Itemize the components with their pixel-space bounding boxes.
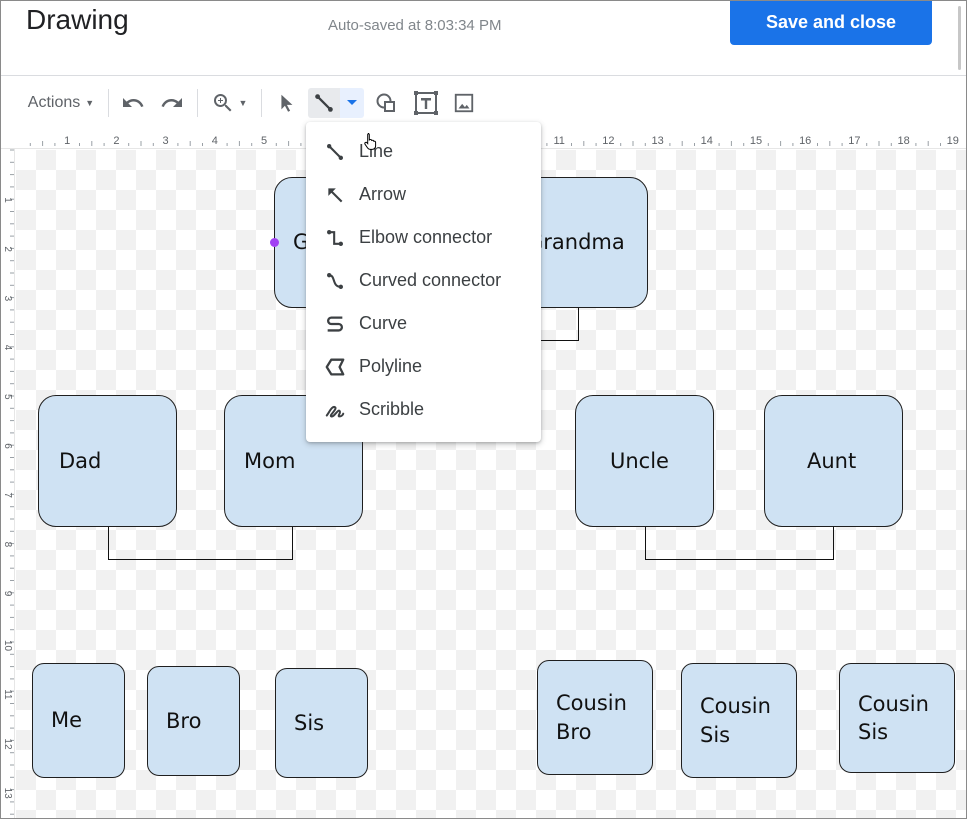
shape-icon bbox=[376, 93, 395, 112]
ruler-label: 8 bbox=[2, 542, 13, 548]
caret-down-icon: ▼ bbox=[85, 98, 95, 108]
ruler-label: 7 bbox=[2, 492, 13, 498]
ruler-label: 12 bbox=[2, 738, 13, 750]
ruler-label: 5 bbox=[2, 394, 13, 400]
ruler-label: 11 bbox=[2, 689, 13, 700]
menu-item-polyline[interactable]: Polyline bbox=[306, 345, 541, 388]
ruler-label: 3 bbox=[163, 135, 169, 147]
header: Drawing Auto-saved at 8:03:34 PM Save an… bbox=[0, 0, 967, 76]
node-uncle[interactable]: Uncle bbox=[575, 395, 714, 527]
ruler-label: 2 bbox=[2, 246, 13, 252]
line-type-menu: Line Arrow Elbow connector Curved connec… bbox=[306, 122, 541, 442]
autosave-status: Auto-saved at 8:03:34 PM bbox=[328, 17, 502, 34]
image-icon bbox=[454, 93, 474, 113]
selection-handle[interactable] bbox=[270, 238, 279, 247]
curve-icon bbox=[324, 313, 346, 335]
menu-item-label: Arrow bbox=[359, 184, 407, 204]
ruler-label: 14 bbox=[701, 135, 713, 147]
node-cousin-sis[interactable]: Cousin Sis bbox=[839, 663, 955, 773]
ruler-label: 1 bbox=[64, 135, 70, 147]
zoom-button[interactable]: ▼ bbox=[205, 88, 253, 118]
menu-item-label: Elbow connector bbox=[359, 227, 493, 247]
ruler-label: 16 bbox=[799, 135, 811, 147]
text-box-button[interactable] bbox=[411, 88, 441, 118]
redo-icon bbox=[161, 98, 182, 107]
menu-item-elbow-connector[interactable]: Elbow connector bbox=[306, 216, 541, 259]
ruler-label: 18 bbox=[897, 135, 909, 147]
caret-down-icon: ▼ bbox=[238, 98, 248, 108]
node-dad[interactable]: Dad bbox=[38, 395, 177, 527]
line-type-dropdown[interactable] bbox=[340, 88, 364, 118]
hand-cursor-icon bbox=[364, 133, 377, 150]
menu-item-curve[interactable]: Curve bbox=[306, 302, 541, 345]
elbow-connector-icon bbox=[324, 227, 346, 249]
ruler-label: 5 bbox=[261, 135, 267, 147]
zoom-icon bbox=[213, 94, 232, 112]
ruler-label: 4 bbox=[2, 345, 13, 351]
caret-down-icon bbox=[347, 100, 357, 105]
ruler-label: 13 bbox=[2, 788, 13, 800]
ruler-label: 10 bbox=[2, 640, 13, 652]
node-sis[interactable]: Sis bbox=[275, 668, 368, 778]
select-icon bbox=[281, 94, 293, 112]
text-box-icon bbox=[414, 91, 438, 115]
ruler-label: 12 bbox=[602, 135, 614, 147]
save-and-close-button[interactable]: Save and close bbox=[730, 0, 932, 45]
menu-item-scribble[interactable]: Scribble bbox=[306, 388, 541, 431]
menu-item-label: Scribble bbox=[359, 399, 425, 419]
actions-menu-button[interactable]: Actions ▼ bbox=[20, 88, 102, 118]
menu-item-curved-connector[interactable]: Curved connector bbox=[306, 259, 541, 302]
toolbar-divider bbox=[261, 89, 262, 117]
polyline-icon bbox=[324, 356, 346, 378]
scrollbar[interactable] bbox=[953, 0, 967, 76]
select-tool-button[interactable] bbox=[272, 88, 300, 118]
scribble-icon bbox=[324, 399, 346, 421]
menu-item-label: Polyline bbox=[359, 356, 423, 376]
connector-line[interactable] bbox=[645, 527, 834, 560]
ruler-label: 11 bbox=[553, 135, 564, 147]
node-me[interactable]: Me bbox=[32, 663, 125, 778]
menu-item-label: Curve bbox=[359, 313, 408, 333]
node-cousin-bro[interactable]: Cousin Bro bbox=[537, 660, 653, 775]
ruler-label: 1 bbox=[2, 197, 13, 203]
undo-icon bbox=[123, 98, 144, 107]
actions-label: Actions bbox=[27, 94, 81, 111]
ruler-label: 6 bbox=[2, 443, 13, 449]
toolbar-divider bbox=[197, 89, 198, 117]
arrow-icon bbox=[324, 184, 346, 206]
node-bro[interactable]: Bro bbox=[147, 666, 240, 776]
curved-connector-icon bbox=[324, 270, 346, 292]
redo-button[interactable] bbox=[157, 88, 187, 118]
node-mom[interactable]: Mom bbox=[224, 395, 363, 527]
ruler-label: 2 bbox=[113, 135, 119, 147]
menu-item-label: Curved connector bbox=[359, 270, 502, 290]
ruler-label: 19 bbox=[947, 135, 959, 147]
connector-line[interactable] bbox=[108, 527, 293, 560]
ruler-label: 9 bbox=[2, 591, 13, 597]
menu-item-arrow[interactable]: Arrow bbox=[306, 173, 541, 216]
ruler-label: 13 bbox=[651, 135, 663, 147]
menu-item-line[interactable]: Line bbox=[306, 130, 541, 173]
line-icon bbox=[315, 94, 333, 112]
ruler-label: 17 bbox=[848, 135, 860, 147]
toolbar-divider bbox=[108, 89, 109, 117]
page-title: Drawing bbox=[26, 4, 129, 35]
image-button[interactable] bbox=[450, 88, 478, 118]
ruler-label: 4 bbox=[212, 135, 218, 147]
node-aunt[interactable]: Aunt bbox=[764, 395, 903, 527]
toolbar: Actions ▼ ▼ bbox=[0, 77, 967, 129]
ruler-label: 15 bbox=[750, 135, 762, 147]
node-cousin-sis[interactable]: Cousin Sis bbox=[681, 663, 797, 778]
ruler-label: 3 bbox=[2, 296, 13, 302]
shape-tool-button[interactable] bbox=[371, 88, 401, 118]
line-tool-button[interactable] bbox=[308, 88, 340, 118]
line-icon bbox=[324, 141, 346, 163]
undo-button[interactable] bbox=[118, 88, 148, 118]
